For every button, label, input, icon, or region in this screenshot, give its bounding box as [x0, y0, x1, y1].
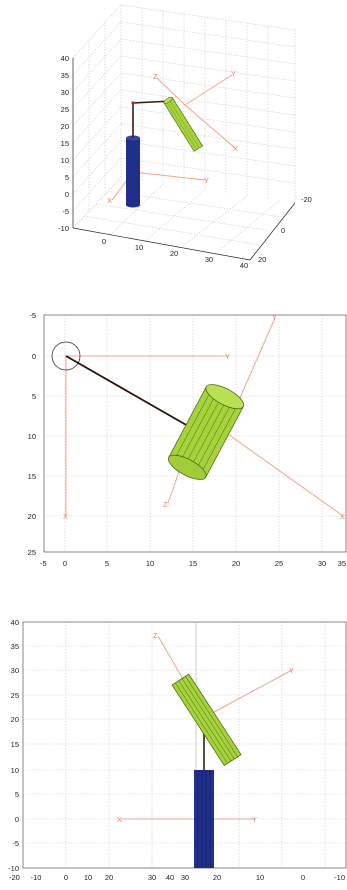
- panel-3d-view: 40 35 30 25 20 15 10 5 0 -5 -10 0 10 20 …: [58, 4, 312, 270]
- base-cylinder-top-outline: [51, 341, 81, 371]
- tick-label: 30: [205, 255, 213, 264]
- tick-label: 25: [11, 691, 19, 700]
- tick-label: -10: [8, 864, 19, 873]
- tick-label: 25: [61, 105, 69, 114]
- tick-label: 5: [105, 559, 109, 568]
- tick-label: -20: [9, 873, 20, 882]
- tick-label: 30: [61, 88, 69, 97]
- tick-label: 10: [256, 873, 264, 882]
- tick-label: 40: [240, 261, 248, 270]
- tick-label: -5: [40, 559, 47, 568]
- axis-label-z: Z: [163, 500, 168, 509]
- tick-label: 0: [15, 815, 19, 824]
- tick-label: 0: [281, 226, 285, 235]
- arm-cylinder: [171, 673, 242, 767]
- tick-label: -10: [31, 873, 42, 882]
- tick-label: -10: [58, 224, 69, 233]
- axis-label-z: Z: [153, 631, 158, 640]
- tick-label: -5: [62, 207, 69, 216]
- tick-label: 15: [28, 472, 36, 481]
- tick-label: 35: [11, 642, 19, 651]
- tick-label: 20: [105, 873, 113, 882]
- tick-label: 0: [63, 559, 67, 568]
- tick-label: 5: [32, 392, 36, 401]
- panel-top-y-ticks: -5 0 5 10 15 20 25: [28, 311, 36, 557]
- panel-top-x-ticks: -5 0 5 10 15 20 25 30 35: [40, 559, 346, 568]
- tick-label: -5: [12, 839, 19, 848]
- axis-label-x: X: [233, 144, 238, 153]
- tick-label: 15: [11, 740, 19, 749]
- tick-label: 25: [28, 548, 36, 557]
- tick-label: 35: [61, 71, 69, 80]
- axis-label-x: X: [117, 815, 122, 824]
- tick-label: 0: [65, 190, 69, 199]
- panel-side-x-ticks: -20 -10 0 10 20 30 40 30 20 10 0 -10: [9, 873, 345, 882]
- tick-label: 0: [301, 873, 305, 882]
- panel-3d-floor: [72, 177, 296, 261]
- tick-label: 20: [28, 512, 36, 521]
- base-cylinder: [194, 770, 214, 868]
- tick-label: 35: [338, 559, 346, 568]
- axis-label-y: Y: [204, 176, 209, 185]
- tick-label: 10: [61, 156, 69, 165]
- tick-label: 20: [258, 255, 266, 264]
- tick-label: 0: [102, 237, 106, 246]
- tick-label: 40: [61, 54, 69, 63]
- tick-label: -10: [334, 873, 345, 882]
- panel-3d-x-ticks: 0 10 20 30 40: [102, 237, 248, 270]
- tick-label: 0: [32, 352, 36, 361]
- tick-label: 10: [135, 243, 143, 252]
- panel-3d-back-wall: [120, 4, 296, 203]
- tick-label: 15: [189, 559, 197, 568]
- panel-side-y-ticks: 40 35 30 25 20 15 10 5 0 -5 -10: [8, 618, 19, 873]
- tick-label: 30: [318, 559, 326, 568]
- tick-label: 10: [28, 432, 36, 441]
- tick-label: 20: [11, 715, 19, 724]
- panel-side-coord-axes: Z Y X Y: [117, 631, 294, 824]
- tick-label: 30: [181, 873, 189, 882]
- axis-label-z: Z: [153, 72, 158, 81]
- base-cylinder: [126, 135, 140, 208]
- tick-label: 10: [11, 766, 19, 775]
- tick-label: 30: [148, 873, 156, 882]
- axis-label-y: Y: [225, 352, 230, 361]
- axis-label-y: Y: [252, 815, 257, 824]
- tick-label: 10: [84, 873, 92, 882]
- tick-label: 40: [11, 618, 19, 627]
- panel-top-view: -5 0 5 10 15 20 25 -5 0 5 10 15 20 25 30…: [28, 311, 347, 568]
- tick-label: 25: [275, 559, 283, 568]
- tick-label: 20: [213, 873, 221, 882]
- panel-3d-y-ticks: -20 0 20: [258, 195, 312, 264]
- axis-label-y: Y: [231, 69, 236, 78]
- tick-label: 5: [15, 790, 19, 799]
- link-rod: [65, 355, 196, 431]
- panel-3d-left-wall: [72, 4, 122, 229]
- axis-label-y: Y: [289, 666, 294, 675]
- tick-label: -20: [301, 195, 312, 204]
- arm-cylinder: [167, 384, 245, 480]
- panel-3d-z-ticks: 40 35 30 25 20 15 10 5 0 -5 -10: [58, 54, 69, 233]
- tick-label: 20: [232, 559, 240, 568]
- axis-label-x: X: [340, 512, 345, 521]
- panel-side-view: 40 35 30 25 20 15 10 5 0 -5 -10 -20 -10 …: [8, 618, 347, 882]
- tick-label: 10: [146, 559, 154, 568]
- tick-label: 5: [65, 173, 69, 182]
- axis-label-x: X: [63, 512, 68, 521]
- joint-marker: [131, 101, 135, 105]
- tick-label: 15: [61, 139, 69, 148]
- tick-label: 30: [11, 666, 19, 675]
- tick-label: 20: [61, 122, 69, 131]
- tick-label: 40: [166, 873, 174, 882]
- axis-label-x: X: [107, 196, 112, 205]
- tick-label: 20: [170, 249, 178, 258]
- axis-label-y: Y: [272, 313, 277, 322]
- tick-label: 0: [64, 873, 68, 882]
- arm-cylinder: [163, 96, 204, 152]
- tick-label: -5: [29, 311, 36, 320]
